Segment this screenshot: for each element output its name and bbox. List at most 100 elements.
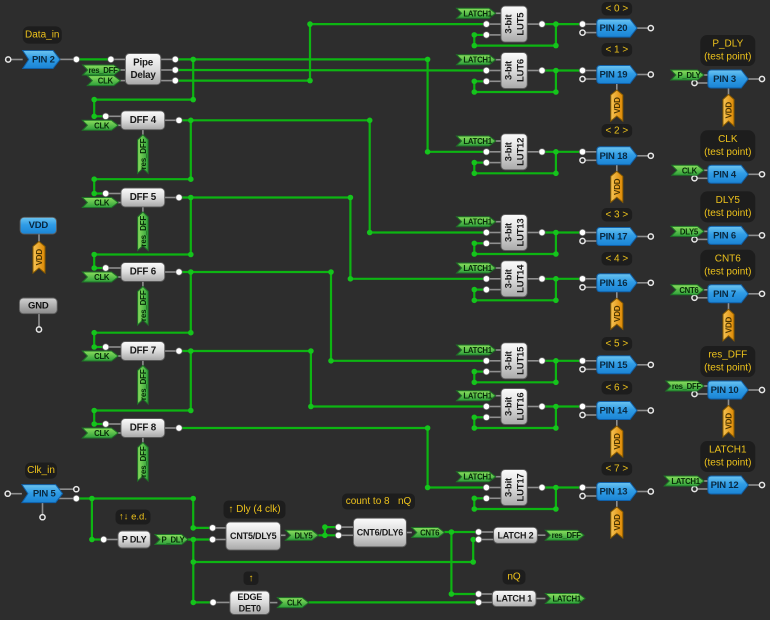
svg-text:DLY5: DLY5	[716, 195, 741, 206]
svg-text:DFF 7: DFF 7	[130, 346, 157, 357]
svg-text:CLK: CLK	[94, 273, 110, 282]
svg-text:VDD: VDD	[29, 220, 49, 231]
svg-text:res_DFF: res_DFF	[139, 290, 148, 321]
svg-text:DFF 4: DFF 4	[130, 115, 157, 126]
svg-text:DFF 5: DFF 5	[130, 192, 157, 203]
svg-text:res_DFF: res_DFF	[139, 446, 148, 477]
svg-text:LUT17: LUT17	[516, 473, 527, 501]
svg-text:VDD: VDD	[613, 97, 622, 114]
svg-text:CNT6/DLY6: CNT6/DLY6	[357, 528, 404, 538]
svg-text:res_DFF: res_DFF	[672, 382, 702, 391]
svg-text:LATCH1: LATCH1	[553, 595, 582, 604]
svg-text:LATCH1: LATCH1	[671, 477, 700, 486]
svg-text:(test point): (test point)	[704, 208, 751, 219]
svg-text:(test point): (test point)	[704, 147, 751, 158]
svg-text:LUT16: LUT16	[516, 392, 527, 420]
svg-text:< 4 >: < 4 >	[605, 253, 628, 264]
svg-text:3-bit: 3-bit	[504, 477, 515, 497]
svg-text:res_DFF: res_DFF	[708, 350, 747, 361]
svg-text:CNT6: CNT6	[420, 529, 440, 538]
svg-text:P DLY: P DLY	[122, 535, 147, 545]
svg-text:LATCH1: LATCH1	[463, 346, 492, 355]
svg-text:LATCH1: LATCH1	[463, 264, 492, 273]
svg-text:< 0 >: < 0 >	[605, 3, 628, 14]
svg-text:P_DLY: P_DLY	[677, 71, 701, 80]
svg-text:3-bit: 3-bit	[504, 268, 515, 288]
svg-text:P_DLY: P_DLY	[712, 39, 743, 50]
svg-text:(test point): (test point)	[704, 363, 751, 374]
svg-text:count to 8 nQ: count to 8 nQ	[346, 496, 412, 507]
svg-text:VDD: VDD	[725, 316, 734, 333]
svg-text:< 2 >: < 2 >	[605, 125, 628, 136]
svg-text:3-bit: 3-bit	[504, 350, 515, 370]
svg-text:3-bit: 3-bit	[504, 141, 515, 161]
svg-text:↑ Dly (4 clk): ↑ Dly (4 clk)	[228, 504, 280, 515]
svg-text:< 1 >: < 1 >	[605, 44, 628, 55]
svg-text:LUT15: LUT15	[516, 346, 527, 375]
svg-text:CLK: CLK	[94, 429, 110, 438]
svg-text:CLK: CLK	[94, 352, 110, 361]
svg-text:Pipe: Pipe	[133, 57, 154, 68]
svg-text:EDGE: EDGE	[237, 592, 262, 602]
svg-text:VDD: VDD	[613, 514, 622, 531]
svg-text:VDD: VDD	[35, 249, 44, 266]
svg-text:< 7 >: < 7 >	[605, 463, 628, 474]
svg-text:DFF 8: DFF 8	[130, 423, 157, 434]
svg-text:3-bit: 3-bit	[504, 396, 515, 416]
svg-text:LATCH 1: LATCH 1	[496, 594, 532, 604]
svg-text:LUT6: LUT6	[516, 59, 527, 82]
svg-text:PIN 19: PIN 19	[599, 70, 627, 81]
svg-text:< 5 >: < 5 >	[605, 338, 628, 349]
svg-text:Clk_in: Clk_in	[27, 465, 55, 476]
svg-text:3-bit: 3-bit	[504, 222, 515, 242]
svg-text:< 3 >: < 3 >	[605, 209, 628, 220]
svg-text:P_DLY: P_DLY	[162, 536, 186, 545]
svg-text:PIN 17: PIN 17	[599, 232, 627, 243]
svg-text:DLY5: DLY5	[294, 531, 313, 540]
svg-text:CLK: CLK	[98, 77, 114, 86]
svg-text:LATCH1: LATCH1	[463, 218, 492, 227]
svg-text:LATCH 2: LATCH 2	[497, 530, 533, 540]
svg-text:LUT12: LUT12	[516, 138, 527, 166]
svg-text:PIN 4: PIN 4	[713, 169, 737, 180]
svg-text:VDD: VDD	[613, 433, 622, 450]
svg-text:VDD: VDD	[725, 413, 734, 430]
svg-text:DET0: DET0	[239, 603, 261, 613]
svg-text:LUT5: LUT5	[516, 12, 527, 36]
svg-text:CNT6: CNT6	[715, 253, 742, 264]
svg-text:↑: ↑	[249, 573, 254, 584]
svg-text:VDD: VDD	[613, 178, 622, 195]
svg-text:res_DFF: res_DFF	[552, 531, 582, 540]
svg-text:PIN 20: PIN 20	[599, 23, 627, 34]
svg-text:CNT6: CNT6	[679, 286, 699, 295]
svg-text:res_DFF: res_DFF	[139, 216, 148, 247]
svg-text:PIN 15: PIN 15	[599, 360, 628, 371]
svg-text:Data_in: Data_in	[25, 30, 59, 41]
svg-text:LATCH1: LATCH1	[463, 56, 492, 65]
svg-text:LATCH1: LATCH1	[463, 137, 492, 146]
svg-text:res_DFF: res_DFF	[139, 138, 148, 169]
svg-text:LATCH1: LATCH1	[463, 9, 492, 18]
svg-text:CLK: CLK	[682, 166, 698, 175]
svg-text:nQ: nQ	[507, 572, 521, 583]
svg-text:↑↓ e.d.: ↑↓ e.d.	[119, 512, 147, 523]
svg-text:3-bit: 3-bit	[504, 60, 515, 80]
svg-text:CLK: CLK	[287, 599, 303, 608]
svg-text:GND: GND	[28, 300, 49, 311]
svg-text:DFF 6: DFF 6	[130, 267, 157, 278]
svg-text:VDD: VDD	[613, 305, 622, 322]
svg-text:PIN 10: PIN 10	[711, 385, 739, 396]
svg-text:VDD: VDD	[725, 102, 734, 119]
svg-text:LATCH1: LATCH1	[463, 473, 492, 482]
svg-text:PIN 2: PIN 2	[32, 55, 55, 66]
svg-text:3-bit: 3-bit	[504, 14, 515, 34]
svg-text:DLY5: DLY5	[680, 227, 699, 236]
svg-text:(test point): (test point)	[704, 458, 751, 469]
svg-text:CLK: CLK	[718, 134, 738, 145]
svg-text:CLK: CLK	[94, 121, 110, 130]
svg-text:(test point): (test point)	[704, 266, 751, 277]
svg-text:res_DFF: res_DFF	[88, 66, 118, 75]
svg-text:PIN 5: PIN 5	[33, 489, 57, 500]
svg-text:PIN 7: PIN 7	[713, 289, 736, 300]
svg-text:LUT14: LUT14	[516, 264, 527, 293]
